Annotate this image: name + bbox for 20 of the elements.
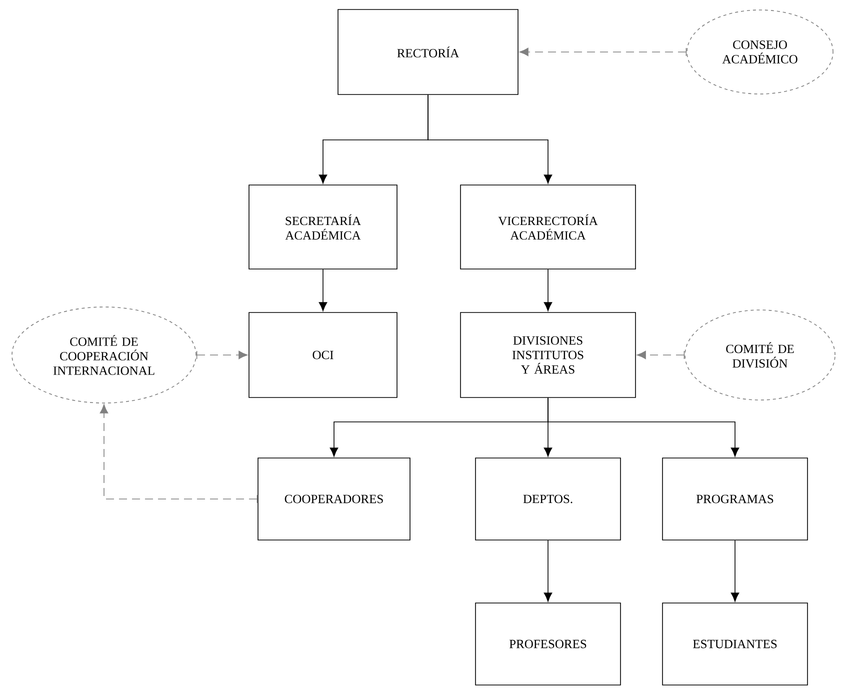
org-box: VICERRECTORÍA ACADÉMICA <box>460 184 636 270</box>
org-box: RECTORÍA <box>338 9 518 95</box>
org-box: ESTUDIANTES <box>662 602 808 686</box>
org-box: OCI <box>248 312 398 398</box>
arrow <box>519 48 687 56</box>
org-box: DEPTOS. <box>475 458 621 540</box>
arrow <box>548 398 740 457</box>
arrow <box>428 94 552 184</box>
org-box: PROGRAMAS <box>662 458 808 540</box>
arrow <box>318 269 328 312</box>
arrow <box>544 540 552 602</box>
org-box: DIVISIONES INSTITUTOS Y ÁREAS <box>460 312 636 398</box>
arrow <box>636 350 685 360</box>
org-box: COOPERADORES <box>258 458 410 540</box>
arrow <box>544 269 552 312</box>
org-box: SECRETARÍA ACADÉMICA <box>248 184 398 270</box>
org-box: PROFESORES <box>475 602 621 686</box>
arrow <box>730 540 740 602</box>
arrow <box>196 350 248 360</box>
arrow <box>100 404 258 504</box>
